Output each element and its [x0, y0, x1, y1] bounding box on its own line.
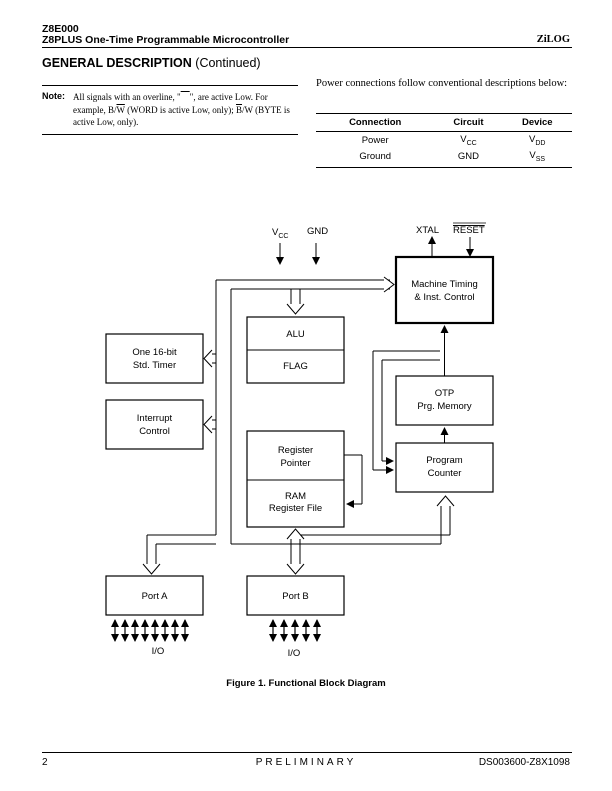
note-text: All signals with an overline, " ", are a… [73, 91, 298, 129]
timer-label-2: Std. Timer [133, 360, 176, 371]
machine-timing-block [394, 255, 495, 325]
otp-label-2: Prg. Memory [417, 401, 472, 412]
port-a-label: Port A [142, 591, 169, 602]
port-a-io-pins [111, 619, 189, 642]
table-row: Power VCC VDD [316, 132, 572, 148]
document-code: Z8E000 [42, 23, 79, 35]
brand-logo-text: ZiLOG [536, 34, 570, 45]
register-pointer-loop [344, 454, 363, 504]
interrupt-bus-arrow [203, 415, 213, 434]
page-number: 2 [42, 757, 48, 768]
machine-timing-label-1: Machine Timing [411, 279, 478, 290]
device-subscript: SS [535, 155, 546, 163]
alu-bus-connector [290, 289, 301, 305]
w-overline: W [116, 104, 125, 115]
gnd-label: GND [307, 226, 328, 237]
section-continued: (Continued) [195, 56, 261, 70]
note-text-part: ", are active Low. For example, B/ [73, 92, 268, 115]
note-top-rule [42, 85, 298, 86]
alu-bus-arrow [286, 303, 305, 315]
timer-block [105, 333, 204, 384]
connection-cell: Ground [316, 147, 435, 168]
port-a-down-arrow [142, 563, 161, 575]
power-connections-table: Connection Circuit Device Power VCC VDD … [316, 113, 572, 168]
circuit-cell: VCC [434, 132, 502, 148]
power-description: Power connections follow conventional de… [316, 78, 568, 89]
section-heading: GENERAL DESCRIPTION (Continued) [42, 56, 261, 70]
port-a-io-label: I/O [152, 646, 165, 657]
interrupt-label-2: Control [139, 426, 170, 437]
device-subscript: DD [535, 139, 546, 147]
figure-caption: Figure 1. Functional Block Diagram [226, 678, 386, 689]
document-title: Z8PLUS One-Time Programmable Microcontro… [42, 34, 290, 46]
flag-label: FLAG [283, 361, 308, 372]
port-a-block [105, 575, 204, 616]
table-header-row: Connection Circuit Device [316, 113, 572, 132]
register-file-block [246, 430, 345, 528]
port-a-bus-connector [146, 535, 157, 564]
note-bottom-rule [42, 134, 298, 135]
port-b-down-arrow [286, 563, 305, 575]
reset-label: RESET [453, 225, 485, 236]
port-b-io-pins [269, 619, 321, 642]
note-text-part: All signals with an overline, " [73, 92, 181, 102]
port-b-io-label: I/O [288, 648, 301, 659]
program-counter-label-1: Program [426, 455, 463, 466]
main-bus [147, 279, 441, 545]
otp-block [395, 375, 494, 426]
alu-label: ALU [286, 329, 305, 340]
column-header: Circuit [434, 113, 503, 132]
section-title: GENERAL DESCRIPTION [42, 56, 192, 70]
machine-timing-label-2: & Inst. Control [414, 292, 474, 303]
footer-rule [42, 752, 572, 753]
note-label: Note: [42, 91, 65, 101]
pc-bus-connector [300, 505, 451, 544]
device-cell: VDD [503, 132, 572, 148]
otp-label-1: OTP [435, 388, 455, 399]
header-rule [42, 47, 572, 48]
table-row: Ground GND VSS [316, 147, 572, 168]
xtal-label: XTAL [416, 225, 439, 236]
circuit-cell: GND [434, 147, 503, 168]
register-file-bus [290, 538, 301, 565]
circuit-value: V [460, 134, 467, 145]
device-value: V [529, 134, 536, 145]
column-header: Connection [316, 113, 435, 132]
interrupt-block [105, 399, 204, 450]
register-pointer-label-1: Register [278, 445, 313, 456]
circuit-value: GND [457, 150, 480, 162]
document-number: DS003600-Z8X1098 [478, 757, 570, 768]
connection-cell: Power [361, 134, 389, 146]
ram-label-2: Register File [269, 503, 322, 514]
timing-pc-loop [372, 350, 440, 470]
timer-bus-arrow [203, 349, 213, 368]
device-value: V [529, 149, 536, 161]
vcc-label: VCC [272, 227, 288, 240]
port-b-block [246, 575, 345, 616]
preliminary-label: PRELIMINARY [255, 757, 357, 768]
device-cell: VSS [502, 147, 572, 168]
timer-label-1: One 16-bit [132, 347, 177, 358]
program-counter-label-2: Counter [428, 468, 462, 479]
b-overline: B [236, 104, 243, 115]
column-header: Device [502, 113, 572, 132]
circuit-subscript: CC [466, 139, 477, 147]
register-file-up-arrow [286, 528, 305, 540]
ram-label-1: RAM [285, 491, 306, 502]
machine-timing-bus-arrow [383, 276, 395, 293]
pc-bus-arrow [436, 495, 455, 507]
register-pointer-label-2: Pointer [280, 458, 310, 469]
program-counter-block [395, 442, 494, 493]
interrupt-label-1: Interrupt [137, 413, 173, 424]
note-text-part: /W (BYTE is active Low, only). [73, 104, 290, 128]
note-text-part: (WORD is active Low, only); [124, 104, 236, 115]
port-b-label: Port B [282, 591, 308, 602]
